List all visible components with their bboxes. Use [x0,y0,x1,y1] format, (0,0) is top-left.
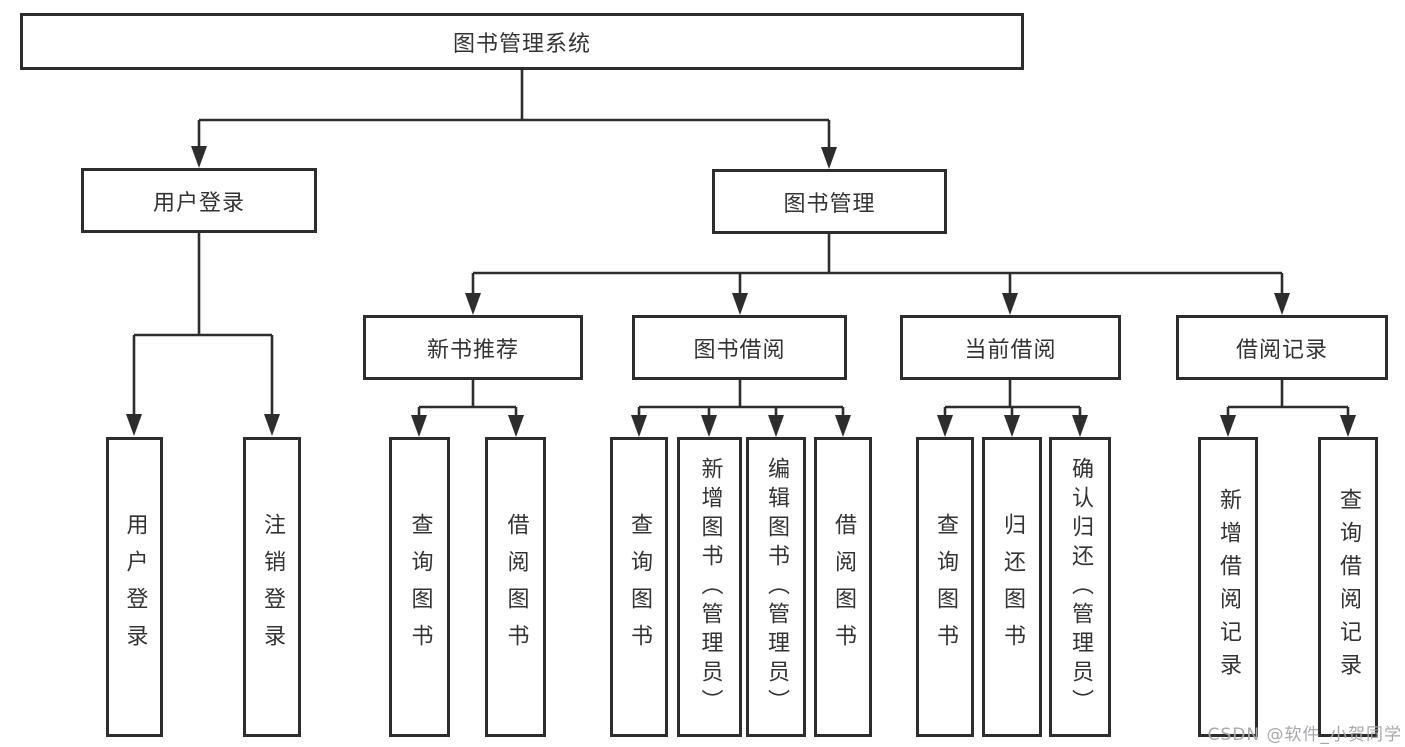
node-leaf-borrow-books: 借阅图书 [814,437,872,737]
arrowheads [126,146,1356,437]
node-leaf-query-borrow-record: 查询借阅记录 [1318,437,1378,737]
node-leaf-add-books-admin: 新增图书（管理员） [677,437,742,737]
node-leaf-return-books: 归还图书 [982,437,1042,737]
csdn-watermark: CSDN @软件_小贺同学 [1207,725,1402,745]
node-book-borrowing: 图书借阅 [632,315,847,380]
node-leaf-borrow-books-recommend: 借阅图书 [485,437,546,737]
node-leaf-edit-books-admin: 编辑图书（管理员） [746,437,806,737]
node-new-book-recommendation: 新书推荐 [363,315,583,380]
node-leaf-query-books-recommend: 查询图书 [389,437,450,737]
node-leaf-confirm-return-admin: 确认归还（管理员） [1049,437,1111,737]
node-root-system: 图书管理系统 [20,13,1024,70]
node-leaf-query-books-borrowing: 查询图书 [610,437,668,737]
node-borrowing-records: 借阅记录 [1176,315,1388,380]
node-current-borrowing: 当前借阅 [900,315,1121,380]
node-user-login: 用户登录 [81,168,317,233]
node-leaf-user-login: 用户登录 [106,437,163,737]
node-leaf-query-books-current: 查询图书 [916,437,974,737]
node-leaf-logout: 注销登录 [243,437,301,737]
node-book-management: 图书管理 [712,169,947,234]
node-leaf-add-borrow-record: 新增借阅记录 [1198,437,1258,737]
